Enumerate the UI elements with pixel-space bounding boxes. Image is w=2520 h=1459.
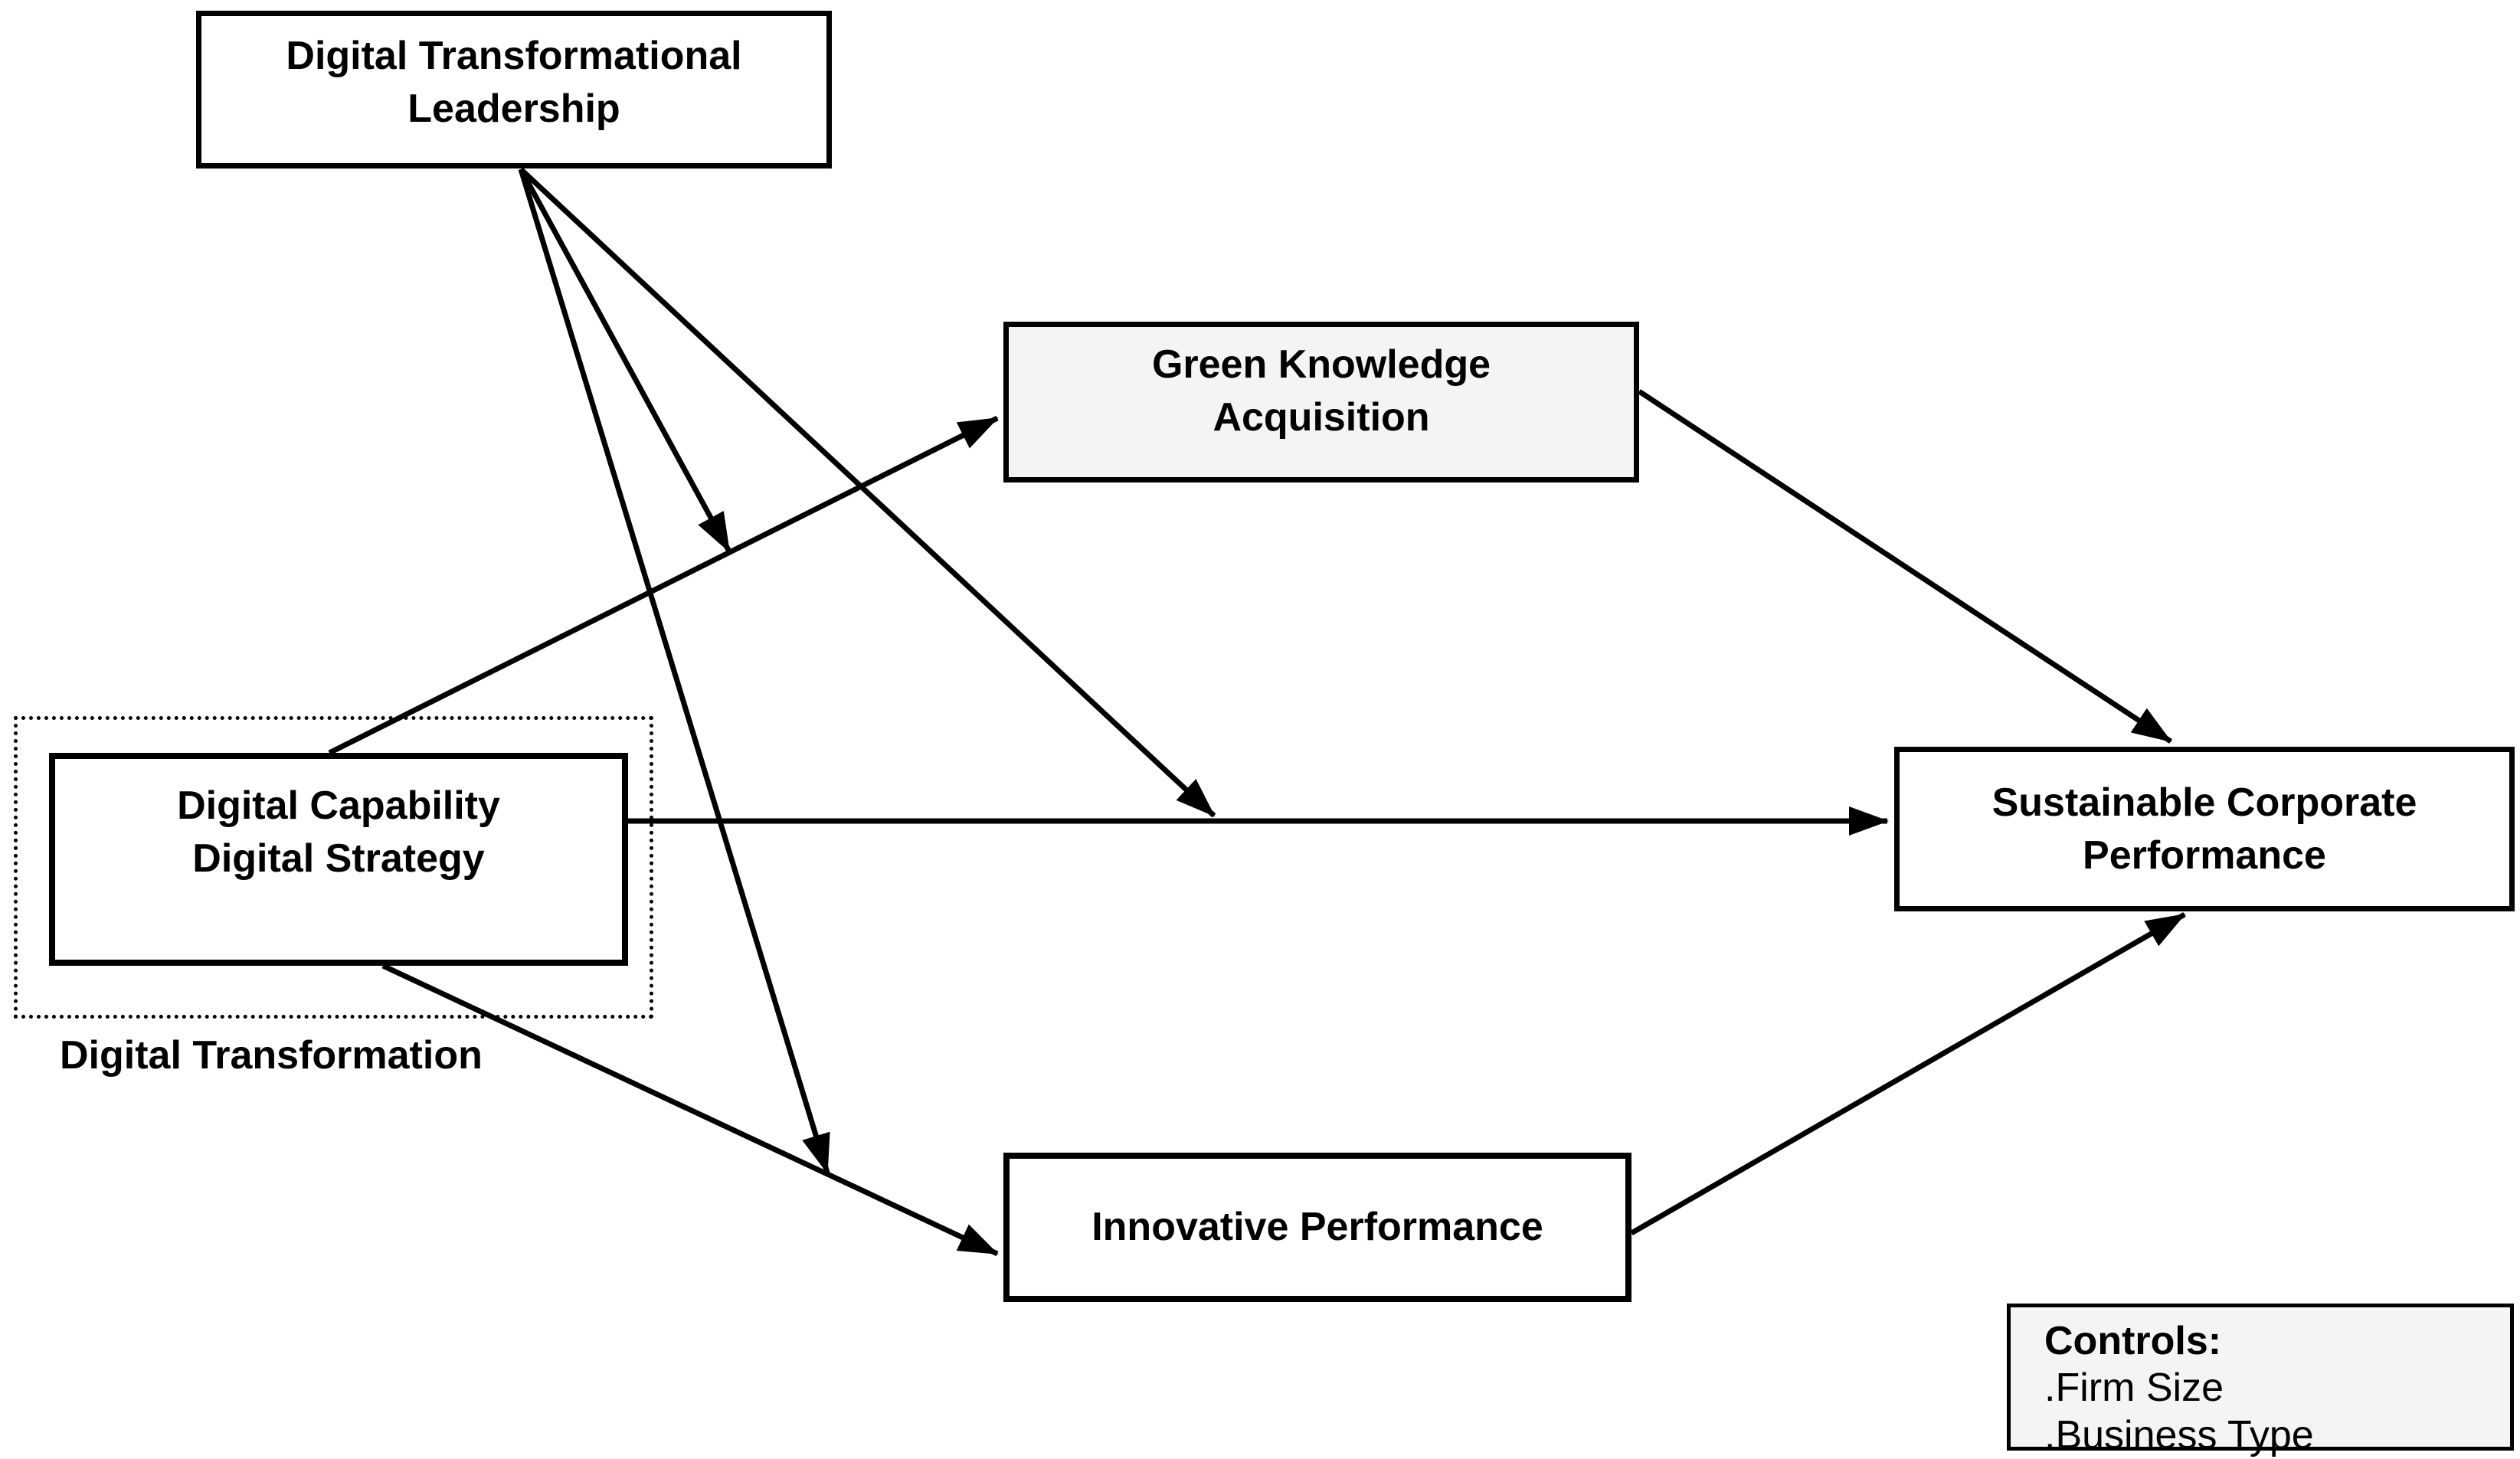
digital-transformation-group-outline	[14, 716, 653, 1019]
arrow-green-knowledge-to-sustainable-performance	[1638, 389, 2172, 744]
node-digital-transformational-leadership: Digital Transformational Leadership	[196, 11, 832, 168]
node-green-knowledge-acquisition: Green Knowledge Acquisition	[1003, 322, 1639, 483]
node-innovative-performance: Innovative Performance	[1003, 1153, 1631, 1302]
node-label-line: Sustainable Corporate	[1991, 780, 2417, 825]
node-label-line: Digital Transformational	[286, 34, 742, 79]
node-label-line: Acquisition	[1213, 395, 1430, 440]
node-label-line: Digital Capability	[177, 783, 500, 829]
node-label-line: Performance	[2083, 833, 2326, 878]
moderation-arrow-dtl-on-scp-path	[519, 167, 1216, 818]
controls-item-firm-size: .Firm Size	[2044, 1366, 2224, 1411]
arrow-digital-capability-to-green-knowledge	[328, 415, 999, 756]
moderation-arrow-dtl-on-ip-path	[518, 168, 830, 1174]
moderation-arrow-dtl-on-gka-path	[518, 168, 732, 553]
node-label-line: Innovative Performance	[1091, 1205, 1543, 1250]
controls-box: Controls: .Firm Size .Business Type	[2007, 1304, 2514, 1457]
arrow-digital-capability-to-innovative-performance	[381, 963, 999, 1257]
arrow-innovative-performance-to-sustainable-performance	[1630, 911, 2186, 1236]
controls-item-business-type: .Business Type	[2044, 1412, 2314, 1457]
controls-title: Controls:	[2044, 1319, 2222, 1363]
node-digital-capability-digital-strategy: Digital Capability Digital Strategy	[49, 753, 628, 966]
digital-transformation-group-label: Digital Transformation	[60, 1033, 483, 1078]
node-sustainable-corporate-performance: Sustainable Corporate Performance	[1894, 747, 2515, 911]
node-label-line: Digital Strategy	[192, 836, 485, 881]
node-label-line: Green Knowledge	[1151, 342, 1491, 388]
node-label-line: Leadership	[407, 87, 620, 131]
